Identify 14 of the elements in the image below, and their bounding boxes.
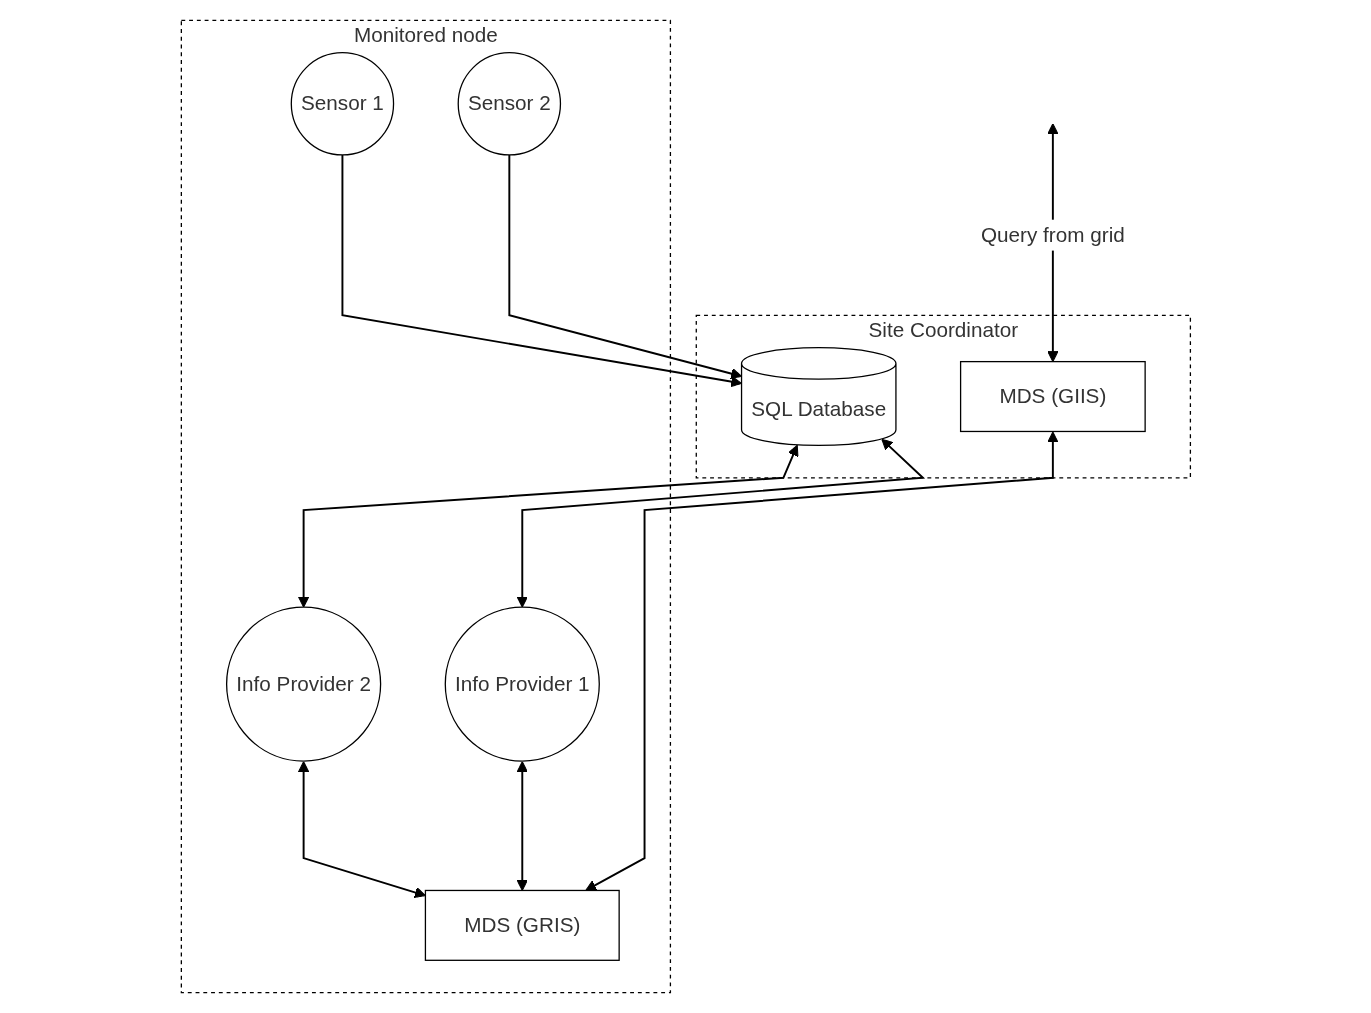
node-circle: Sensor 2 bbox=[457, 52, 561, 156]
arrow bbox=[508, 153, 742, 380]
node-box: MDS (GRIS) bbox=[424, 889, 620, 961]
arrow bbox=[584, 431, 1059, 891]
node-circle: Sensor 1 bbox=[290, 52, 394, 156]
arrow bbox=[516, 761, 528, 891]
arrow bbox=[516, 438, 925, 608]
arrow bbox=[297, 444, 799, 608]
node-circle: Info Provider 1 bbox=[444, 606, 600, 762]
arrow bbox=[341, 153, 742, 388]
node-box: MDS (GIIS) bbox=[959, 360, 1146, 433]
edge-label: Query from grid bbox=[980, 223, 1125, 246]
node-circle: Info Provider 2 bbox=[225, 606, 381, 762]
arrow bbox=[297, 761, 426, 898]
